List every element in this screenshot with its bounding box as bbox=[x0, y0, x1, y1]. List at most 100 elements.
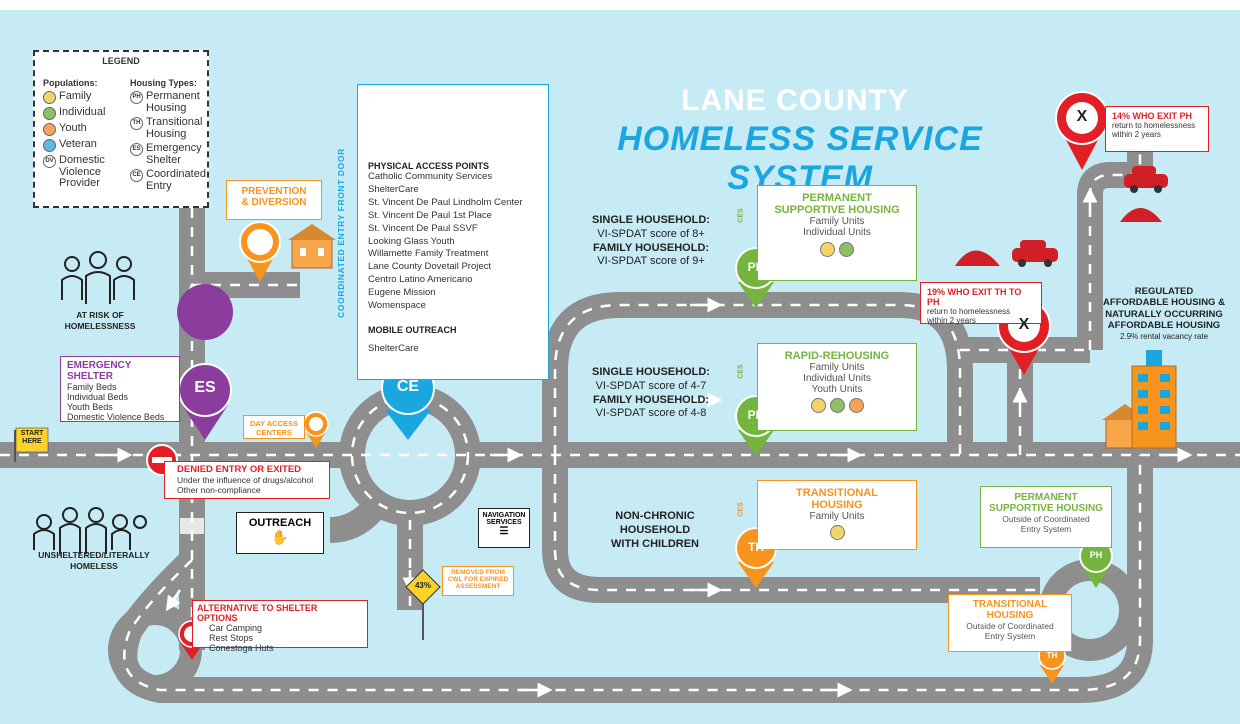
list-item: Eugene Mission bbox=[368, 287, 436, 299]
list-item: Womenspace bbox=[368, 300, 426, 312]
legend-pop-youth: Youth bbox=[43, 122, 115, 136]
mobile-outreach-heading: MOBILE OUTREACH bbox=[368, 324, 457, 335]
list-item: Looking Glass Youth bbox=[368, 235, 455, 247]
individual-icon bbox=[43, 107, 56, 120]
exit-ph-line2: within 2 years bbox=[1112, 130, 1161, 139]
ph-icon: PH bbox=[130, 91, 143, 104]
es-pin-shape bbox=[177, 284, 234, 440]
list-item: Domestic Violence Beds bbox=[67, 412, 165, 422]
legend-pop-individual: Individual bbox=[43, 106, 115, 120]
outreach-box: OUTREACH ✋ bbox=[236, 512, 324, 554]
list-item: Individual Beds bbox=[67, 392, 129, 402]
list-item: Family Units bbox=[809, 362, 865, 373]
list-item: Centro Latino Americano bbox=[368, 274, 473, 286]
list-item: Rest Stops bbox=[209, 633, 254, 643]
legend-housing-heading: Housing Types: bbox=[130, 78, 197, 88]
list-item: Family Units bbox=[809, 511, 865, 522]
th-outside-box: TRANSITIONAL HOUSING Outside of Coordina… bbox=[948, 594, 1072, 652]
legend-heading: LEGEND bbox=[102, 56, 140, 66]
rrh-ces-label: CES bbox=[737, 364, 745, 379]
emergency-shelter-box: EMERGENCY SHELTER Family Beds Individual… bbox=[60, 356, 180, 422]
alternative-box: ALTERNATIVE TO SHELTER OPTIONS Car Campi… bbox=[192, 600, 368, 653]
dv-icon: DV bbox=[43, 155, 56, 168]
th-outside-pin: TH bbox=[1046, 651, 1058, 660]
denied-box: DENIED ENTRY OR EXITED Under the influen… bbox=[164, 461, 330, 499]
ce-pin: CE bbox=[396, 378, 420, 395]
psh-outside-pin: PH bbox=[1089, 550, 1103, 560]
psh-outside-title1: PERMANENT bbox=[1014, 492, 1078, 503]
list-item: Youth Units bbox=[811, 384, 863, 395]
psh-box: PERMANENT SUPPORTIVE HOUSING Family Unit… bbox=[757, 185, 917, 281]
th-ces-label: CES bbox=[737, 502, 745, 517]
hands-icon: ✋ bbox=[271, 529, 289, 545]
exit-ph-title: 14% WHO EXIT PH bbox=[1112, 111, 1193, 121]
exit-ph-box: 14% WHO EXIT PH return to homelessness w… bbox=[1105, 106, 1209, 152]
legend: LEGEND Populations: Family Individual Yo… bbox=[33, 50, 209, 208]
navigation-box: NAVIGATION SERVICES ☰ bbox=[478, 508, 530, 548]
es-icon: ES bbox=[130, 143, 143, 157]
psh-outside-title2: SUPPORTIVE HOUSING bbox=[989, 503, 1103, 514]
legend-pop-veteran: Veteran bbox=[43, 138, 115, 152]
th-outside-line2: Entry System bbox=[984, 631, 1036, 641]
list-item: ShelterCare bbox=[368, 342, 419, 354]
rrh-pin: PH bbox=[747, 408, 765, 422]
alternative-title: ALTERNATIVE TO SHELTER OPTIONS bbox=[197, 603, 318, 623]
list-item: Individual Units bbox=[803, 227, 871, 238]
rrh-criteria: SINGLE HOUSEHOLD:VI-SPDAT score of 4-7 F… bbox=[592, 366, 710, 420]
legend-populations-heading: Populations: bbox=[43, 78, 98, 88]
ce-side-label: COORDINATED ENTRY FRONT DOOR bbox=[336, 148, 346, 318]
th-outside-title2: HOUSING bbox=[986, 610, 1034, 621]
psh-title1: PERMANENT bbox=[802, 192, 872, 204]
family-icon bbox=[43, 91, 56, 104]
th-title2: HOUSING bbox=[811, 499, 863, 511]
clipboard-icon: ☰ bbox=[499, 526, 509, 537]
family-icon bbox=[829, 525, 845, 540]
psh-outside-box: PERMANENT SUPPORTIVE HOUSING Outside of … bbox=[980, 486, 1112, 548]
exit-th-pin: X bbox=[1018, 316, 1030, 333]
exit-th-title: 19% WHO EXIT TH TO PH bbox=[927, 287, 1022, 307]
psh-title2: SUPPORTIVE HOUSING bbox=[774, 204, 900, 216]
th-pin: TH bbox=[748, 540, 764, 554]
removed-percent: 43% bbox=[414, 581, 431, 590]
prevention-box: PREVENTION & DIVERSION bbox=[226, 180, 322, 220]
day-access-box: DAY ACCESS CENTERS bbox=[243, 415, 305, 439]
psh-ces-label: CES bbox=[737, 208, 745, 223]
list-item: St. Vincent De Paul 1st Place bbox=[368, 209, 492, 221]
navigation-line1: NAVIGATION bbox=[482, 512, 526, 519]
family-icon bbox=[820, 242, 835, 257]
removed-line2: CWL FOR EXPIRED bbox=[447, 576, 509, 583]
exit-th-box: 19% WHO EXIT TH TO PH return to homeless… bbox=[920, 282, 1042, 325]
coordinated-entry-panel: PHYSICAL ACCESS POINTS Catholic Communit… bbox=[357, 84, 549, 380]
access-points-list: Catholic Community Services ShelterCare … bbox=[368, 171, 538, 313]
th-title1: TRANSITIONAL bbox=[796, 487, 878, 499]
ce-icon: CE bbox=[130, 169, 143, 183]
youth-icon bbox=[848, 398, 864, 413]
day-access-line2: CENTERS bbox=[256, 428, 292, 437]
psh-criteria: SINGLE HOUSEHOLD:VI-SPDAT score of 8+ FA… bbox=[592, 214, 710, 268]
th-box: TRANSITIONAL HOUSING Family Units bbox=[757, 480, 917, 550]
denied-title: DENIED ENTRY OR EXITED bbox=[177, 464, 302, 475]
navigation-line2: SERVICES bbox=[486, 519, 522, 526]
list-item: Individual Units bbox=[803, 373, 871, 384]
access-points-heading: PHYSICAL ACCESS POINTS bbox=[368, 161, 490, 171]
list-item: Catholic Community Services bbox=[368, 171, 493, 182]
es-pin: ES bbox=[194, 379, 216, 396]
list-item: Family Units bbox=[809, 216, 865, 227]
psh-pin: PH bbox=[747, 260, 765, 274]
rrh-title: RAPID-REHOUSING bbox=[784, 350, 890, 362]
individual-icon bbox=[839, 242, 854, 257]
list-item: Car Camping bbox=[209, 623, 263, 633]
prevention-line2: & DIVERSION bbox=[241, 197, 307, 208]
diagram-canvas: LANE COUNTY HOMELESS SERVICE SYSTEM LEGE… bbox=[0, 10, 1240, 724]
family-icon bbox=[810, 398, 826, 413]
affordable-housing-label: REGULATED AFFORDABLE HOUSING & NATURALLY… bbox=[1103, 286, 1225, 341]
list-item: St. Vincent De Paul Lindholm Center bbox=[368, 196, 523, 208]
exit-ph-line1: return to homelessness bbox=[1112, 121, 1196, 130]
